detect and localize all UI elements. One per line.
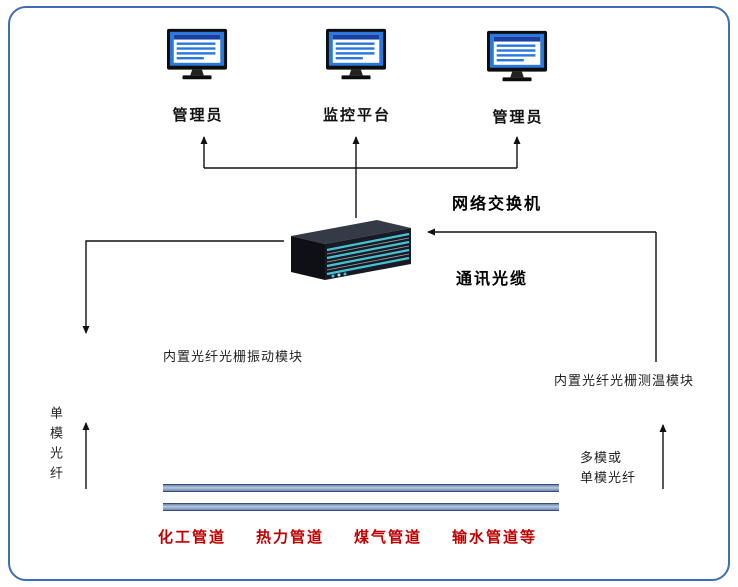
single-mode-fiber-label: 单模光纤 — [48, 406, 63, 486]
pipeline-label-water: 输水管道等 — [452, 529, 538, 546]
monitor-icon — [167, 28, 229, 86]
cable-label: 通讯光缆 — [456, 271, 529, 288]
fiber-cable-line-bottom — [163, 503, 559, 511]
pipeline-labels: 化工管道 热力管道 煤气管道 输水管道等 — [158, 526, 537, 547]
temperature-module-label: 内置光纤光栅测温模块 — [554, 373, 695, 388]
vibration-module-label: 内置光纤光栅振动模块 — [163, 349, 304, 364]
fiber-cable-line-top — [163, 484, 559, 492]
network-switch-icon — [283, 214, 415, 282]
terminal-label-admin-right: 管理员 — [492, 109, 544, 126]
right-fiber-label-line1: 多模或 — [580, 450, 623, 465]
switch-label: 网络交换机 — [452, 196, 543, 213]
right-fiber-label-line2: 单模光纤 — [580, 470, 637, 485]
pipeline-label-heating: 热力管道 — [256, 529, 325, 546]
monitor-icon — [487, 30, 549, 88]
monitor-icon — [326, 28, 388, 86]
right-fiber-label: 多模或 单模光纤 — [580, 448, 636, 488]
terminal-label-platform: 监控平台 — [322, 107, 391, 124]
terminal-label-admin-left: 管理员 — [172, 107, 224, 124]
pipeline-label-chemical: 化工管道 — [158, 529, 227, 546]
pipeline-label-gas: 煤气管道 — [354, 529, 423, 546]
